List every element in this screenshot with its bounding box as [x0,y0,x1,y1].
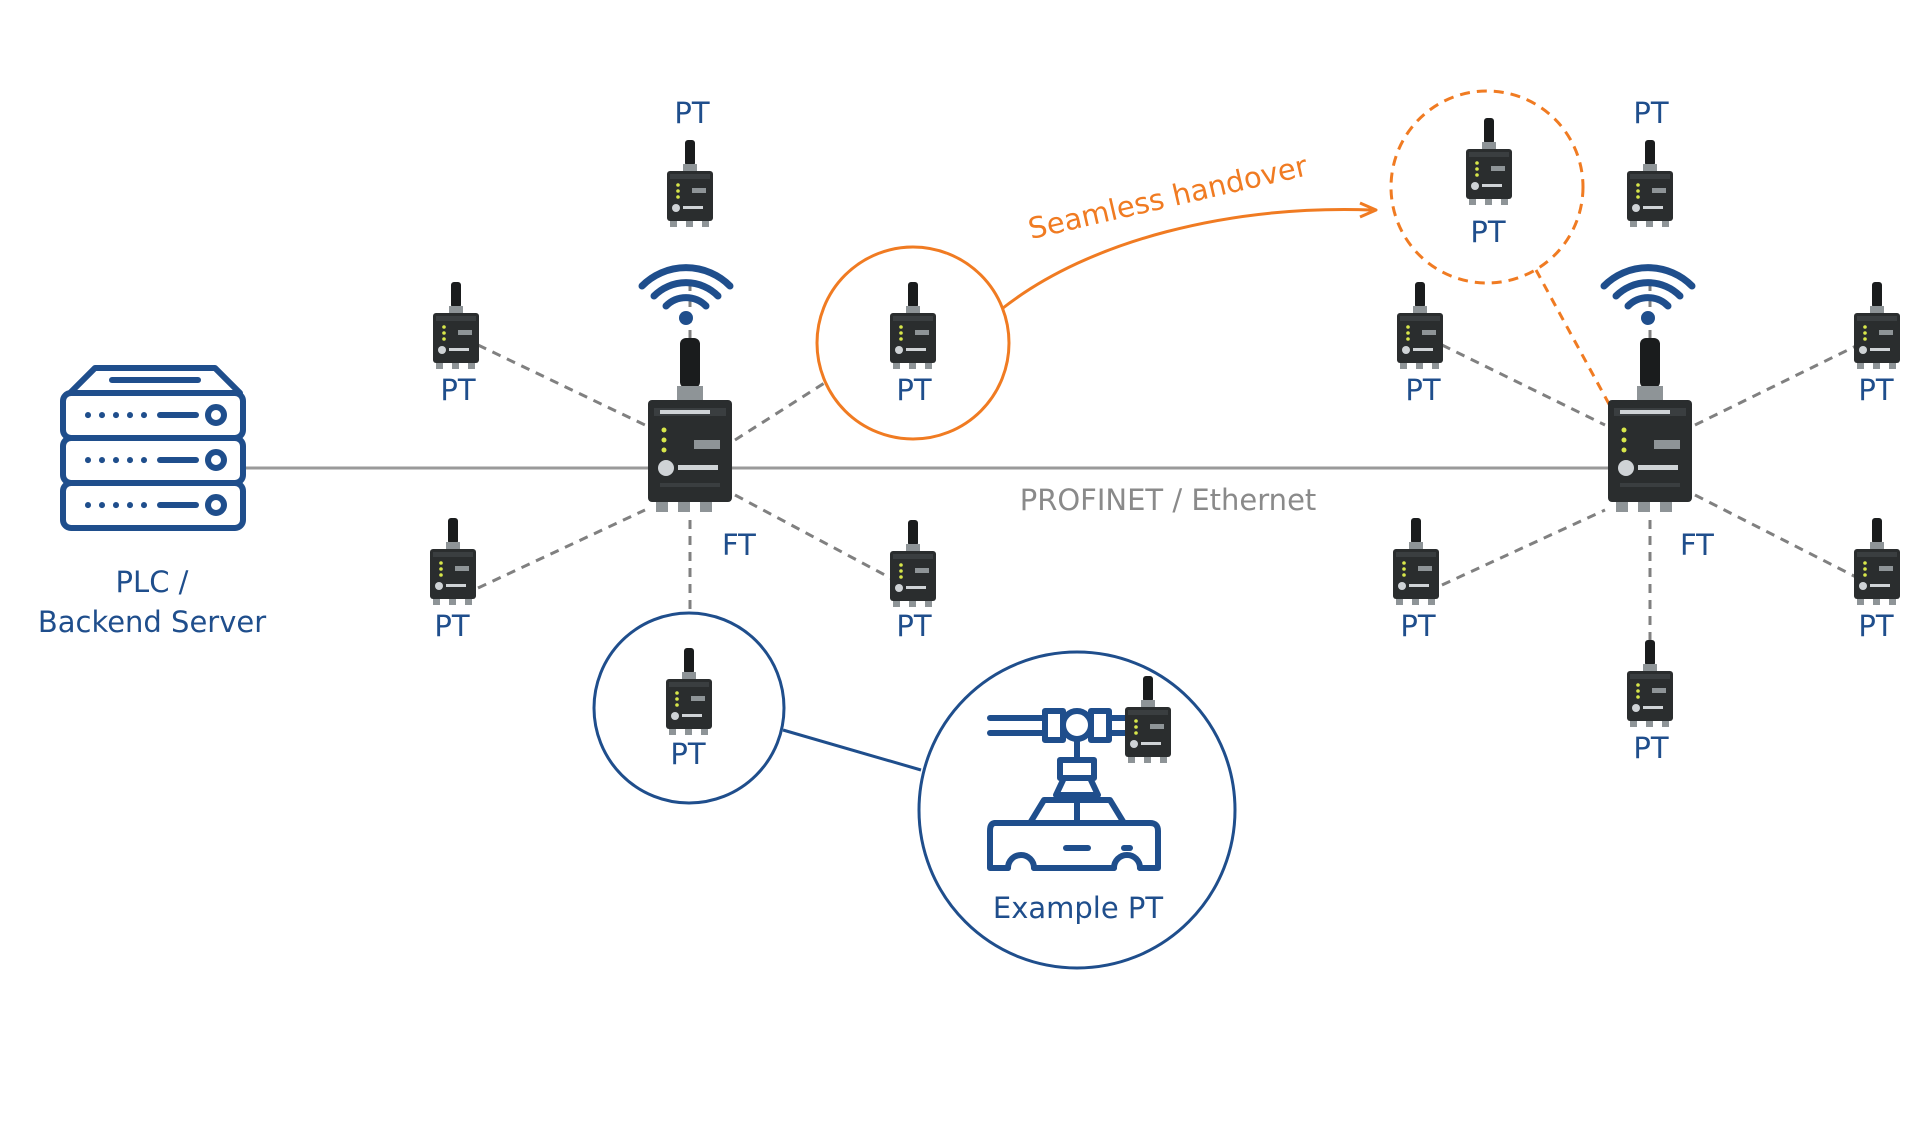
pt-label: PT [896,373,931,407]
pt-label: PT [670,737,705,771]
pt-label: PT [434,609,469,643]
network-label: PROFINET / Ethernet [1020,483,1317,517]
pt-label: PT [896,609,931,643]
pt-label: PT [1858,373,1893,407]
ft-label-right: FT [1680,528,1714,562]
pt-device [430,518,476,605]
pt-device [1854,518,1900,605]
pt-label: PT [674,96,709,130]
handover-dashed-link [1534,269,1617,416]
handover-destination-circle [1389,89,1585,285]
pt-device [1466,118,1512,205]
example-pt-label: Example PT [993,891,1164,925]
pt-device [1627,640,1673,727]
handover-origin-circle [815,245,1011,441]
pt-device [890,282,936,369]
pt-label: PT [1633,96,1668,130]
pt-device [667,140,713,227]
pt-device [1125,676,1171,763]
handover-arrowhead [1359,201,1378,219]
pt-device [1627,140,1673,227]
wifi-signal-icon [642,268,730,325]
handover-arrow [1002,208,1373,310]
pt-device [890,520,936,607]
pt-device [1397,282,1443,369]
ft-gateway-left [648,338,732,512]
example-pt-circle [917,650,1237,970]
server-label-line1: PLC / [116,565,189,599]
pt-label: PT [440,373,475,407]
ft-gateway-right [1608,338,1692,512]
server-label-line2: Backend Server [38,605,266,639]
pt-label: PT [1633,731,1668,765]
example-pt-source-circle [592,611,786,805]
pt-label: PT [1400,609,1435,643]
pt-device [1393,518,1439,605]
pt-label: PT [1470,215,1505,249]
example-connector-line [782,728,922,772]
pt-device [666,648,712,735]
pt-device [433,282,479,369]
wifi-signal-icon [1604,268,1692,325]
pt-label: PT [1405,373,1440,407]
pt-device [1854,282,1900,369]
ft-label-left: FT [722,528,756,562]
pt-label: PT [1858,609,1893,643]
server-rack-icon [60,365,246,531]
car-on-overhead-conveyor-icon [987,708,1161,871]
